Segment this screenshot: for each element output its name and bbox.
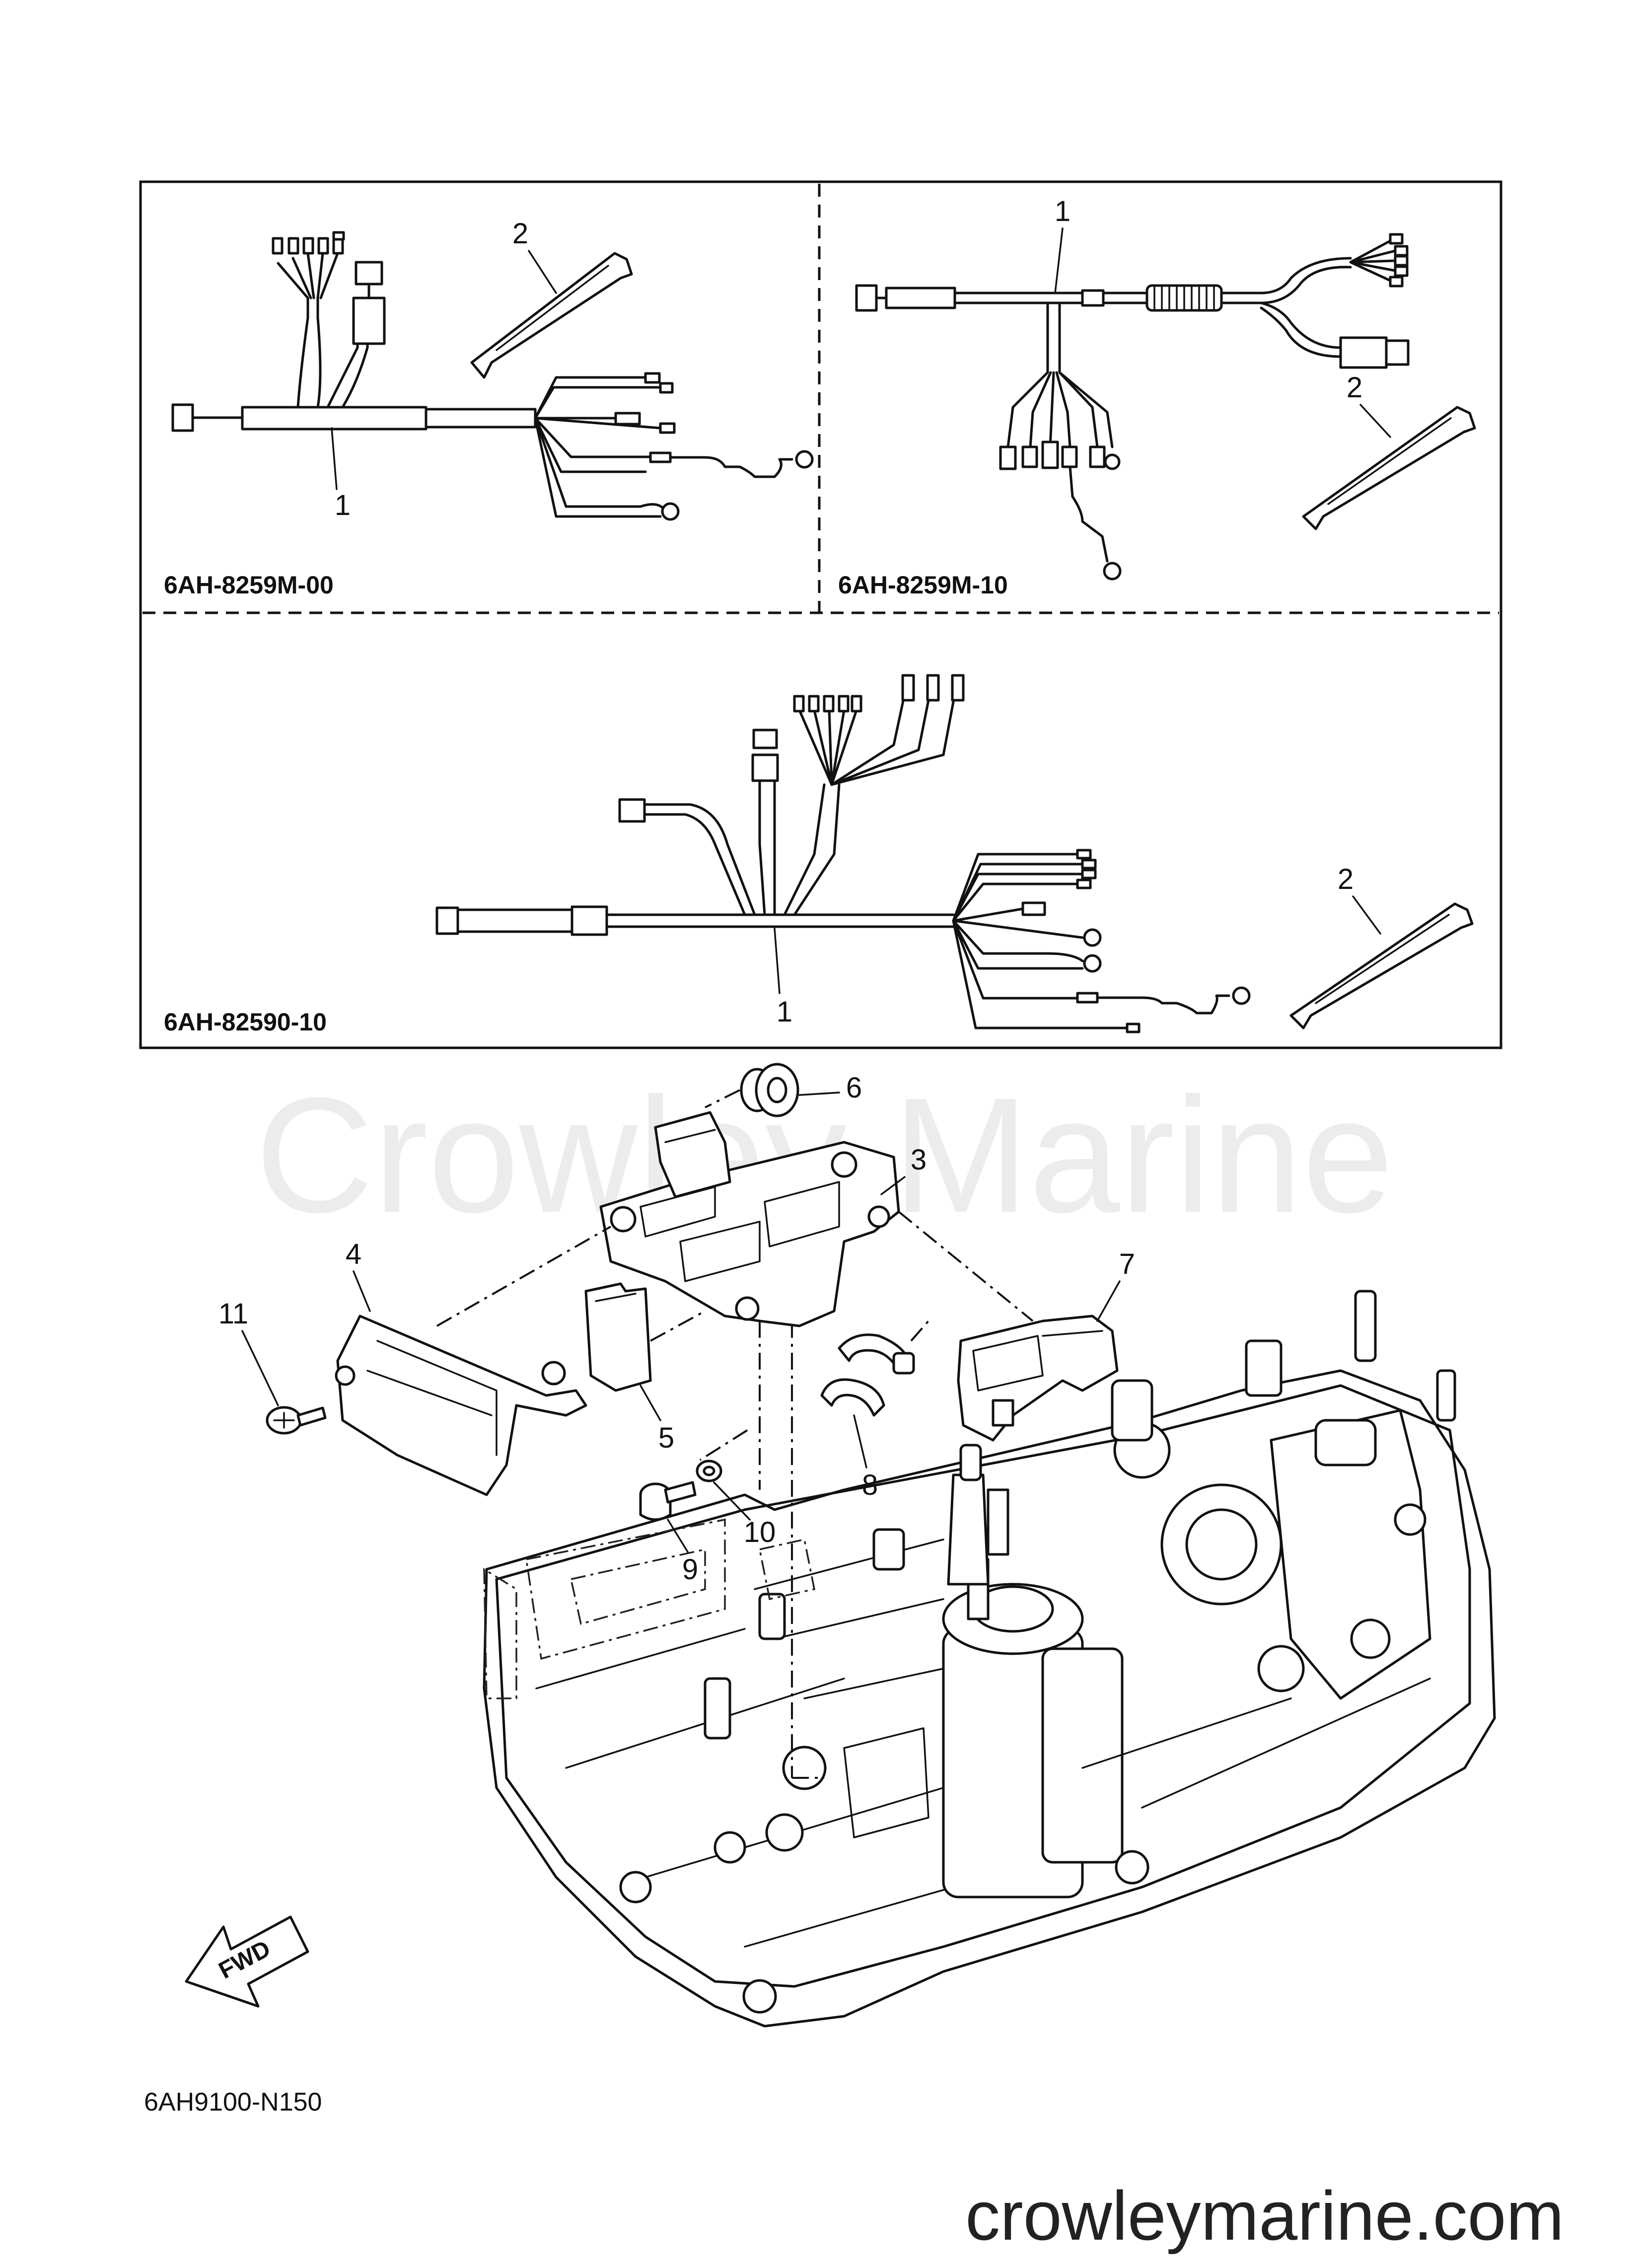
part-8-clamp[interactable]: [820, 1333, 915, 1417]
callout-6: 6: [846, 1072, 862, 1104]
panel2-callout-2: 2: [1347, 371, 1362, 404]
panel3-callout-1: 1: [777, 996, 792, 1028]
callout-10: 10: [744, 1516, 776, 1548]
part-7-holder[interactable]: [957, 1315, 1119, 1442]
panel1-callout-2: 2: [512, 218, 528, 250]
callout-11: 11: [218, 1298, 248, 1330]
callout-4: 4: [346, 1238, 361, 1270]
part-9-bolt[interactable]: [639, 1481, 697, 1521]
part-3-bracket[interactable]: [599, 1111, 900, 1327]
part-5-plate[interactable]: [584, 1282, 652, 1392]
part-6-grommet[interactable]: [705, 1063, 799, 1117]
diagram-reference-code: 6AH9100-N150: [144, 2088, 322, 2117]
callout-7: 7: [1119, 1248, 1135, 1280]
panel2-callout-1: 1: [1055, 195, 1071, 227]
callout-9: 9: [682, 1553, 698, 1586]
panel-harness-6ah-8259m-00[interactable]: 2 1 6AH-8259M-00: [164, 218, 814, 599]
engine-assembly: [483, 1290, 1496, 2028]
corrugated-tube: [1145, 284, 1223, 312]
part-11-screw[interactable]: [266, 1406, 327, 1435]
panel3-callout-2: 2: [1338, 863, 1354, 895]
panel2-part-code: 6AH-8259M-10: [838, 571, 1008, 599]
panel-harness-6ah-82590-10[interactable]: 2 1 6AH-82590-10: [164, 674, 1474, 1036]
panel3-part-code: 6AH-82590-10: [164, 1008, 327, 1036]
fwd-arrow-icon: FWD: [185, 1915, 309, 2008]
panel1-callout-1: 1: [335, 489, 351, 521]
panel-harness-6ah-8259m-10[interactable]: 1 2 6AH-8259M-10: [838, 195, 1476, 599]
footer-url[interactable]: crowleymarine.com: [965, 2177, 1564, 2255]
harness-variants-frame: [139, 180, 1502, 1049]
alignment-lines: [699, 1321, 824, 1779]
part-4-cover[interactable]: [335, 1315, 587, 1496]
callout-5: 5: [658, 1422, 674, 1454]
callout-8: 8: [862, 1469, 878, 1501]
callout-3: 3: [911, 1144, 927, 1176]
panel1-part-code: 6AH-8259M-00: [164, 571, 334, 599]
part-10-washer[interactable]: [696, 1460, 722, 1482]
